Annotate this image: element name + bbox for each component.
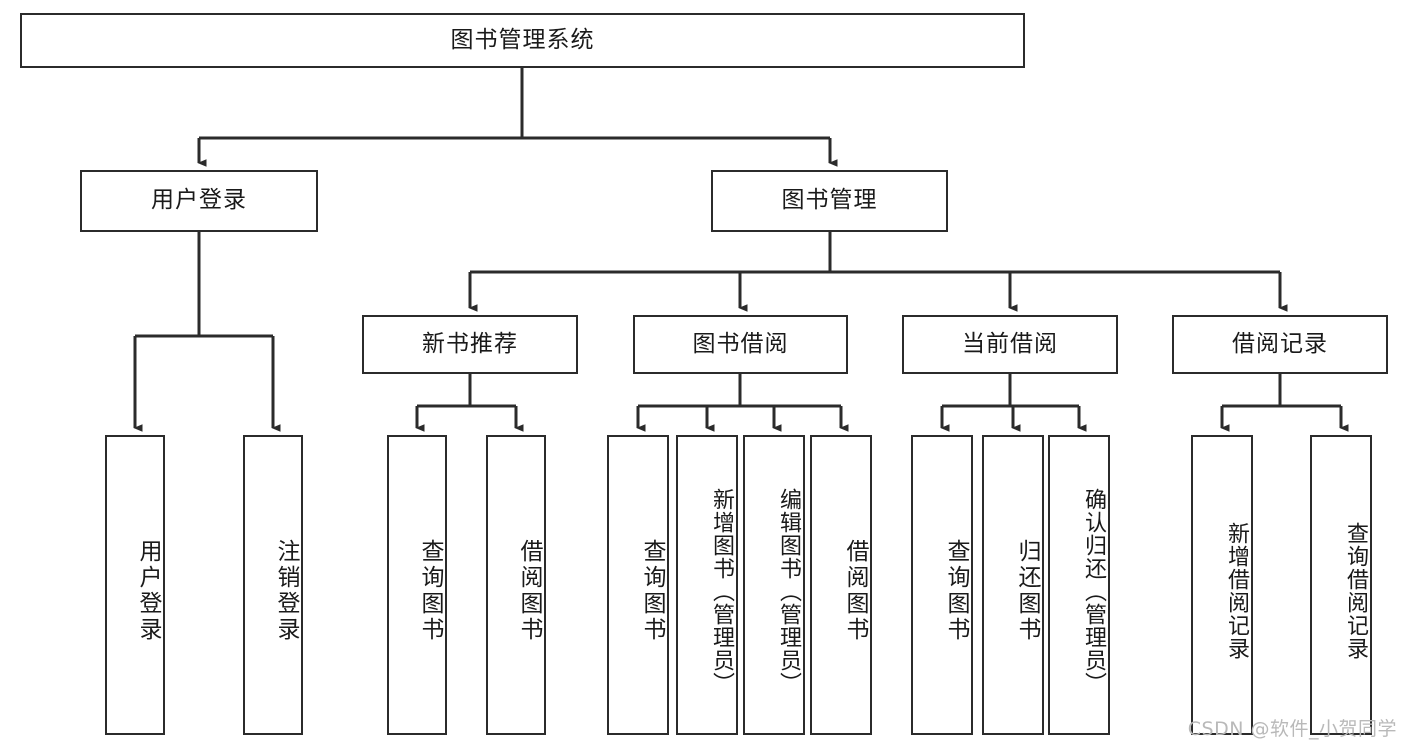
leaf-return-book[interactable]: 归还图书 <box>982 435 1044 735</box>
leaf-user-login[interactable]: 用户登录 <box>105 435 165 735</box>
node-root-label: 图书管理系统 <box>450 26 595 53</box>
leaf-borrow-book-newbook-label: 借阅图书 <box>516 539 542 643</box>
node-current-borrow-label: 当前借阅 <box>962 330 1058 357</box>
leaf-add-borrow-record[interactable]: 新增借阅记录 <box>1191 435 1253 735</box>
leaf-query-borrow-record[interactable]: 查询借阅记录 <box>1310 435 1372 735</box>
node-new-book-recommend-label: 新书推荐 <box>422 330 518 357</box>
leaf-query-borrow-record-label: 查询借阅记录 <box>1343 522 1368 660</box>
leaf-logout-label: 注销登录 <box>273 539 299 643</box>
leaf-borrow-book-newbook[interactable]: 借阅图书 <box>486 435 546 735</box>
leaf-edit-book-admin[interactable]: 编辑图书（管理员） <box>743 435 805 735</box>
node-current-borrow[interactable]: 当前借阅 <box>902 315 1118 374</box>
leaf-logout[interactable]: 注销登录 <box>243 435 303 735</box>
node-book-management-label: 图书管理 <box>781 187 878 214</box>
leaf-query-book-newbook-label: 查询图书 <box>417 539 443 643</box>
leaf-borrow-book-label: 借阅图书 <box>842 539 868 643</box>
node-new-book-recommend[interactable]: 新书推荐 <box>362 315 578 374</box>
node-borrow-record[interactable]: 借阅记录 <box>1172 315 1388 374</box>
node-user-login[interactable]: 用户登录 <box>80 170 318 232</box>
node-borrow-record-label: 借阅记录 <box>1232 330 1328 357</box>
leaf-add-book-admin-label: 新增图书（管理员） <box>709 487 734 695</box>
leaf-add-borrow-record-label: 新增借阅记录 <box>1224 522 1249 660</box>
leaf-query-book-current[interactable]: 查询图书 <box>911 435 973 735</box>
node-book-borrow[interactable]: 图书借阅 <box>633 315 848 374</box>
leaf-user-login-label: 用户登录 <box>135 539 161 643</box>
node-book-borrow-label: 图书借阅 <box>692 330 789 357</box>
node-book-management[interactable]: 图书管理 <box>711 170 948 232</box>
leaf-query-book-current-label: 查询图书 <box>943 539 969 643</box>
leaf-return-book-label: 归还图书 <box>1014 539 1040 643</box>
leaf-confirm-return-admin[interactable]: 确认归还（管理员） <box>1048 435 1110 735</box>
node-user-login-label: 用户登录 <box>151 187 247 214</box>
csdn-watermark: CSDN @软件_小贺同学 <box>1187 718 1397 740</box>
leaf-query-book-borrow-label: 查询图书 <box>639 539 665 643</box>
leaf-add-book-admin[interactable]: 新增图书（管理员） <box>676 435 738 735</box>
leaf-confirm-return-admin-label: 确认归还（管理员） <box>1081 487 1106 695</box>
leaf-query-book-newbook[interactable]: 查询图书 <box>387 435 447 735</box>
node-root[interactable]: 图书管理系统 <box>20 13 1025 68</box>
leaf-borrow-book[interactable]: 借阅图书 <box>810 435 872 735</box>
leaf-edit-book-admin-label: 编辑图书（管理员） <box>776 487 801 695</box>
leaf-query-book-borrow[interactable]: 查询图书 <box>607 435 669 735</box>
